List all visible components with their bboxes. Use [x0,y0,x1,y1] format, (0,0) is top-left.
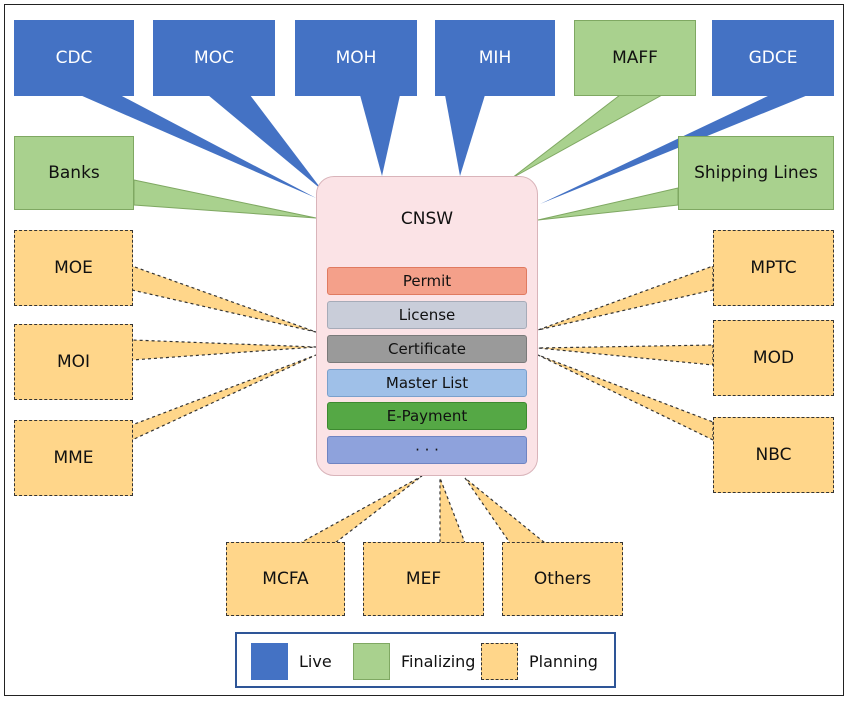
node-cdc: CDC [14,20,134,96]
legend-swatch-planning [481,643,518,680]
node-moh: MOH [295,20,417,96]
callout-tail-banks [133,179,317,219]
callout-tail-nbc [537,354,714,441]
module-more: · · · [327,436,527,464]
node-nbc: NBC [713,417,834,493]
cnsw-title: CNSW [400,209,454,229]
legend-swatch-live [251,643,288,680]
callout-tail-moh [360,95,400,176]
callout-tail-mptc [537,265,714,331]
node-mih: MIH [435,20,555,96]
callout-tail-mod [537,344,714,366]
node-maff: MAFF [574,20,696,96]
node-gdce: GDCE [712,20,834,96]
legend-swatch-finalizing [353,643,390,680]
callout-tail-mih [445,95,485,176]
callout-tail-mme [131,354,317,441]
legend-label-live: Live [299,652,332,671]
diagram-frame [4,4,844,696]
callout-tail-moe [131,265,317,333]
module-certificate: Certificate [327,335,527,363]
legend-label-finalizing: Finalizing [401,652,476,671]
node-moe: MOE [14,230,133,306]
node-mptc: MPTC [713,230,834,306]
node-mme: MME [14,420,133,496]
module-permit: Permit [327,267,527,295]
callout-tail-cdc [80,95,316,198]
legend: Live Finalizing Planning [235,632,616,688]
module-e-payment: E-Payment [327,402,527,430]
callout-tail-others [464,477,547,544]
module-license: License [327,301,527,329]
legend-label-planning: Planning [529,652,598,671]
callout-tail-mef [439,477,466,544]
module-master-list: Master List [327,369,527,397]
callout-tail-maff [511,94,664,179]
callout-tail-shipping [537,187,679,221]
node-shipping-lines: Shipping Lines [678,136,834,210]
node-moi: MOI [14,324,133,400]
callout-tail-moc [208,95,322,190]
node-others: Others [502,542,623,616]
node-mod: MOD [713,320,834,396]
callout-tail-moi [131,339,317,361]
callout-tail-mcfa [299,475,423,544]
node-mcfa: MCFA [226,542,345,616]
node-mef: MEF [363,542,484,616]
node-banks: Banks [14,136,134,210]
cnsw-hub: CNSW Permit License Certificate Master L… [316,176,538,476]
node-moc: MOC [153,20,275,96]
callout-tail-gdce [540,95,808,204]
